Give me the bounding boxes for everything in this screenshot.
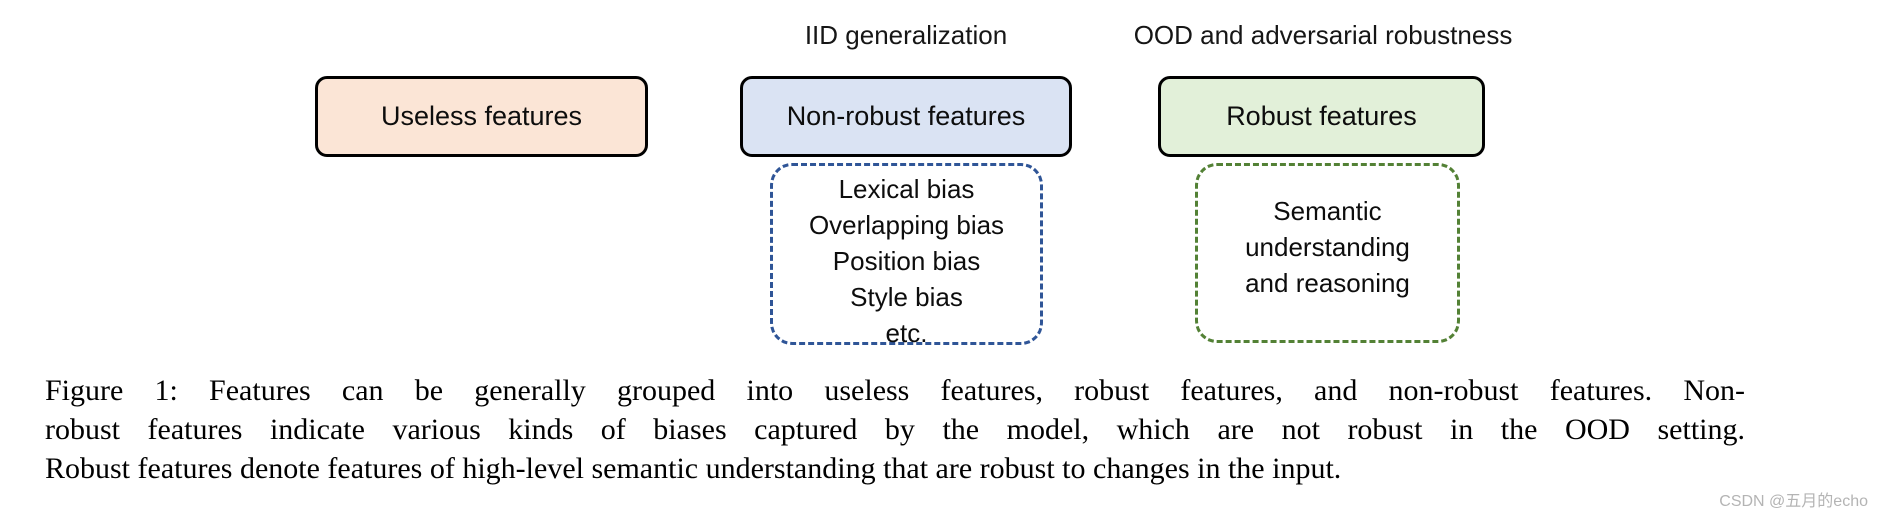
bias-item-overlapping: Overlapping bias [808, 210, 1005, 240]
header-iid-generalization: IID generalization [804, 20, 1008, 50]
robust-features-label: Robust features [1226, 101, 1417, 131]
useless-features-box: Useless features [315, 76, 648, 157]
semantic-line-3: and reasoning [1245, 268, 1410, 298]
semantic-line-1: Semantic [1273, 196, 1382, 226]
bias-item-lexical: Lexical bias [838, 174, 975, 204]
semantic-understanding-box: Semantic understanding and reasoning [1195, 163, 1460, 343]
useless-features-label: Useless features [380, 101, 583, 131]
caption-line-2: robust features indicate various kinds o… [45, 413, 1745, 446]
figure-caption: Figure 1: Features can be generally grou… [45, 371, 1745, 488]
csdn-watermark: CSDN @五月的echo [1719, 493, 1868, 510]
bias-list-box: Lexical bias Overlapping bias Position b… [770, 163, 1043, 348]
bias-item-style: Style bias [850, 282, 963, 312]
bias-item-position: Position bias [832, 246, 981, 276]
robust-features-box: Robust features [1158, 76, 1485, 157]
caption-line-1: Figure 1: Features can be generally grou… [45, 374, 1745, 407]
caption-line-3: Robust features denote features of high-… [45, 452, 1342, 485]
header-ood-adversarial-robustness: OOD and adversarial robustness [1133, 20, 1513, 50]
bias-item-etc: etc. [885, 318, 928, 348]
non-robust-features-label: Non-robust features [786, 101, 1026, 131]
semantic-line-2: understanding [1245, 232, 1410, 262]
non-robust-features-box: Non-robust features [740, 76, 1072, 157]
